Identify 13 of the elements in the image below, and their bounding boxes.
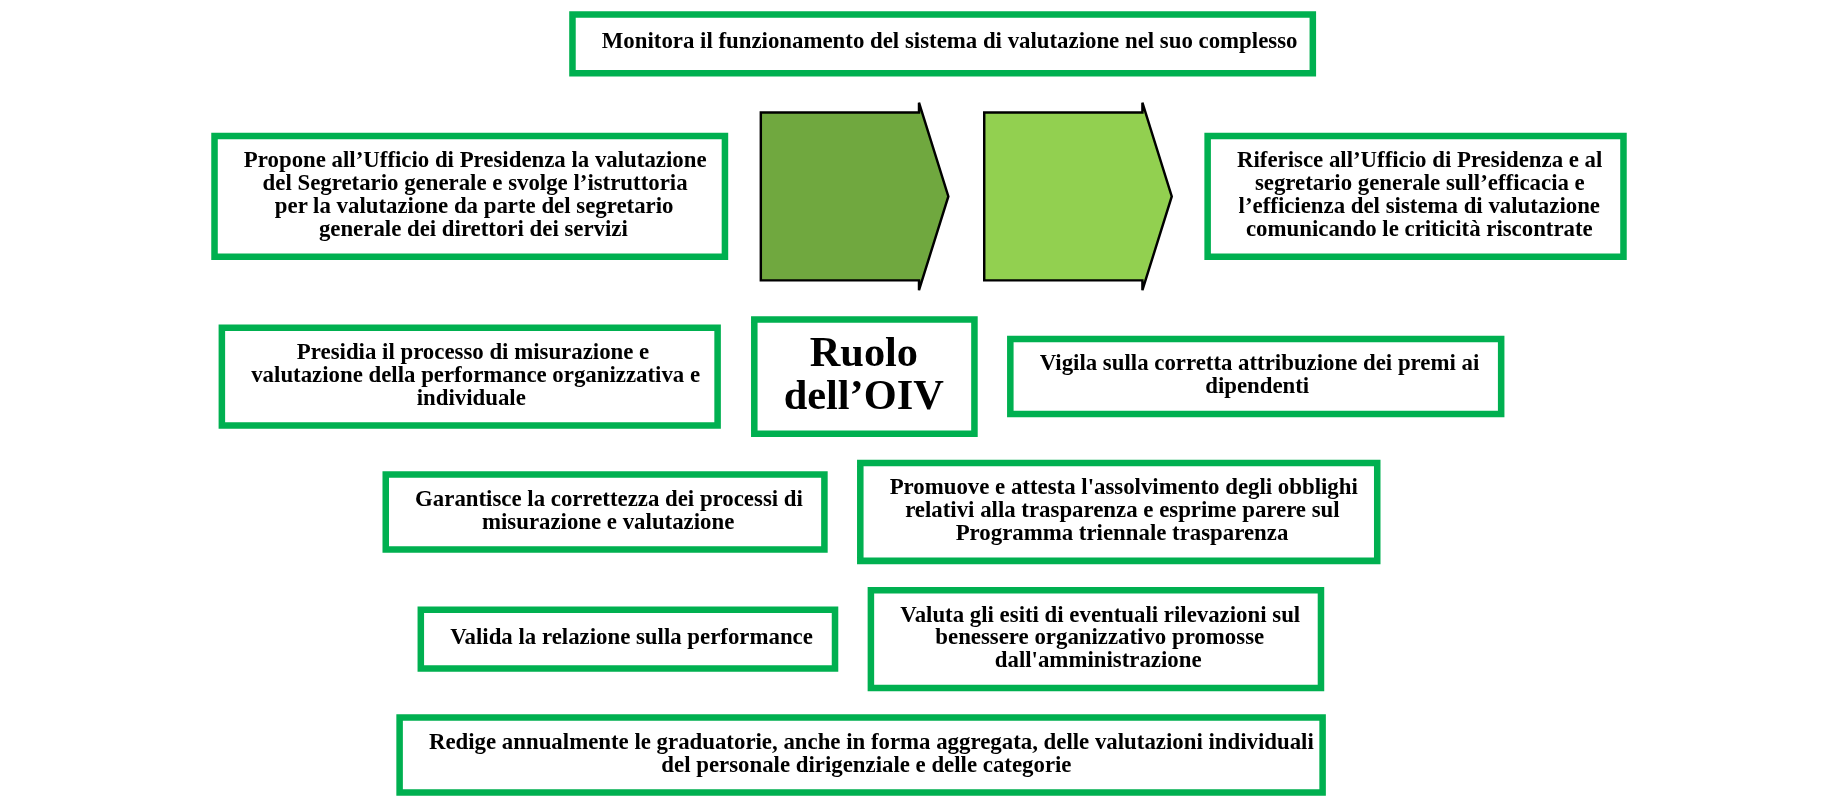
- node-box: Garantisce la correttezza dei processi di misurazione e valutazione: [382, 471, 828, 553]
- node-arrow: [982, 101, 1173, 292]
- node-box: Promuove e attesta l'assolvimento degli obblighi relativi alla trasparenza e esprime parere sul Programma triennale trasparenza: [856, 459, 1380, 565]
- node-box: Presidia il processo di misurazione e valutazione della performance organizzativa e individuale: [218, 324, 721, 429]
- node-box: Monitora il funzionamento del sistema di valutazione nel suo complesso: [568, 11, 1316, 77]
- node-box: Vigila sulla corretta attribuzione dei premi ai dipendenti: [1006, 335, 1504, 418]
- node-box: Redige annualmente le graduatorie, anche in forma aggregata, delle valutazioni individuali del personale dirigenziale e delle categorie: [395, 714, 1326, 796]
- node-box: Valida la relazione sulla performance: [417, 606, 838, 672]
- node-box: Ruolo dell’OIV: [750, 316, 978, 437]
- node-box: Propone all’Ufficio di Presidenza la valutazione del Segretario generale e svolge l’istruttoria per la valutazione da parte del segretario generale dei direttori dei servizi: [210, 132, 728, 260]
- node-arrow: [759, 101, 950, 292]
- node-box: Valuta gli esiti di eventuali rilevazioni sul benessere organizzativo promosse dall'amministrazione: [867, 586, 1324, 692]
- node-box: Riferisce all’Ufficio di Presidenza e al segretario generale sull’efficacia e l’efficienza del sistema di valutazione comunicando le criticità riscontrate: [1203, 132, 1627, 260]
